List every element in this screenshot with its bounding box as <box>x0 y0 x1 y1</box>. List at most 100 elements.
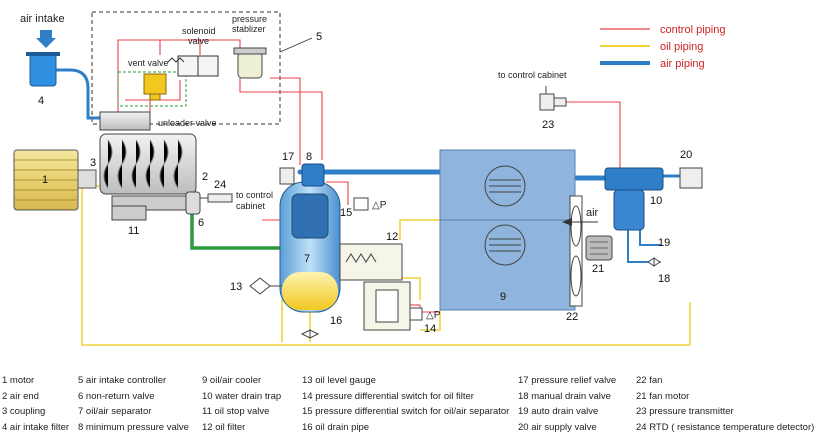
callout-12: 12 <box>386 231 398 243</box>
pressure-stablizer <box>233 47 267 79</box>
part-item: 9 oil/air cooler <box>202 375 262 386</box>
part-item: 21 fan motor <box>636 390 690 402</box>
control-cabinet-mid-label-2: cabinet <box>236 201 266 211</box>
pressure-transmitter <box>539 86 567 111</box>
part-item: 18 manual drain valve <box>518 390 611 402</box>
rtd <box>207 193 233 203</box>
part-item: 17 pressure relief valve <box>518 375 617 386</box>
part-item: 23 pressure transmitter <box>636 406 734 417</box>
pressure-relief-valve <box>279 167 295 185</box>
callout-17: 17 <box>282 151 294 163</box>
vent-valve <box>143 73 167 101</box>
callout-23: 23 <box>542 119 554 131</box>
air-intake-filter <box>26 52 60 87</box>
vent-valve-label: vent valve <box>128 58 169 68</box>
unloader-valve-label: unloader valve <box>158 118 217 128</box>
part-item: 1 motor <box>2 375 35 386</box>
air-supply-valve <box>679 167 703 189</box>
unloader-valve <box>99 111 151 131</box>
delta-p-label-15: △P <box>372 200 387 211</box>
parts-column-4: 13 oil level gauge 14 pressure different… <box>302 373 509 435</box>
callout-18: 18 <box>658 273 670 285</box>
manual-drain-valve <box>647 257 661 267</box>
stablizer-label-2: stablizer <box>232 24 266 34</box>
callout-11: 11 <box>128 225 139 237</box>
solenoid-valve <box>167 55 219 77</box>
callout-5: 5 <box>316 31 322 43</box>
non-return-valve <box>185 191 201 215</box>
callout-numbers: 1 2 3 4 5 6 7 8 9 10 11 12 13 14 15 16 1… <box>38 31 692 335</box>
part-item: 15 pressure differential switch for oil/… <box>302 406 510 417</box>
air-intake-arrow <box>36 30 56 48</box>
fan <box>569 195 583 307</box>
part-item: 14 pressure differential switch for oil … <box>302 390 474 402</box>
legend-oil-label: oil piping <box>660 41 703 53</box>
callout-19: 19 <box>658 237 670 249</box>
callout-13: 13 <box>230 281 242 293</box>
callout-4: 4 <box>38 95 44 107</box>
part-item: 10 water drain trap <box>202 390 282 402</box>
part-item: 13 oil level gauge <box>302 375 376 386</box>
delta-p-label-14: △P <box>426 310 441 321</box>
air-intake-controller-box <box>91 11 281 125</box>
water-drain-trap <box>604 167 664 231</box>
control-cabinet-mid-label-1: to control <box>236 190 273 200</box>
oil-filter <box>339 243 411 331</box>
stablizer-label-1: pressure <box>232 14 267 24</box>
air-intake-label: air intake <box>20 13 65 25</box>
part-item: 7 oil/air separator <box>78 406 152 417</box>
parts-column-1: 1 motor 2 air end 3 coupling 4 air intak… <box>2 373 69 435</box>
callout-9: 9 <box>500 291 506 303</box>
motor <box>13 149 97 211</box>
part-item: 20 air supply valve <box>518 421 597 433</box>
part-item: 3 coupling <box>2 406 46 417</box>
fan-motor <box>585 235 613 261</box>
callout-10: 10 <box>650 195 662 207</box>
parts-column-5: 17 pressure relief valve 18 manual drain… <box>518 373 616 435</box>
part-item: 2 air end <box>2 390 39 402</box>
legend-control-label: control piping <box>660 24 725 36</box>
parts-column-6: 22 fan 21 fan motor 23 pressure transmit… <box>636 373 814 435</box>
parts-column-2: 5 air intake controller 6 non-return val… <box>78 373 189 435</box>
callout-15: 15 <box>340 207 352 219</box>
separator-pressure-switch <box>353 197 369 211</box>
part-item: 12 oil filter <box>202 421 246 433</box>
callout-7: 7 <box>304 253 310 265</box>
callout-20: 20 <box>680 149 692 161</box>
oil-drain-valve <box>300 329 320 339</box>
part-item: 6 non-return valve <box>78 390 155 402</box>
callout-22: 22 <box>566 311 578 323</box>
oil-stop-valve <box>111 205 147 221</box>
callout-3: 3 <box>90 157 96 169</box>
piping-legend: control piping oil piping air piping <box>600 24 725 70</box>
air-flow-arrow <box>562 218 598 226</box>
parts-column-3: 9 oil/air cooler 10 water drain trap 11 … <box>202 373 281 435</box>
callout-6: 6 <box>198 217 204 229</box>
part-item: 19 auto drain valve <box>518 406 599 417</box>
callout-8: 8 <box>306 151 312 163</box>
legend-air-label: air piping <box>660 58 705 70</box>
part-item: 5 air intake controller <box>78 375 167 386</box>
compressor-schematic: air intake solenoid valve pressure stabl… <box>13 11 725 346</box>
part-item: 4 air intake filter <box>2 421 70 433</box>
control-cabinet-top-label: to control cabinet <box>498 70 567 80</box>
part-item: 16 oil drain pipe <box>302 421 370 433</box>
oil-air-cooler <box>439 149 576 311</box>
solenoid-label-2: valve <box>188 36 209 46</box>
part-item: 8 minimum pressure valve <box>78 421 189 433</box>
solenoid-label-1: solenoid <box>182 26 216 36</box>
oil-level-gauge <box>249 277 271 295</box>
callout-16: 16 <box>330 315 342 327</box>
part-item: 11 oil stop valve <box>202 406 270 417</box>
callout-1: 1 <box>42 174 48 186</box>
part-item: 22 fan <box>636 375 663 386</box>
part-item: 24 RTD ( resistance temperature detector… <box>636 421 814 433</box>
oil-air-separator <box>279 181 341 313</box>
air-end <box>99 133 197 211</box>
oil-return-line <box>190 210 290 250</box>
minimum-pressure-valve <box>301 163 325 187</box>
air-arrow-label: air <box>586 207 599 219</box>
callout-21: 21 <box>592 263 604 275</box>
callout-14: 14 <box>424 323 436 335</box>
